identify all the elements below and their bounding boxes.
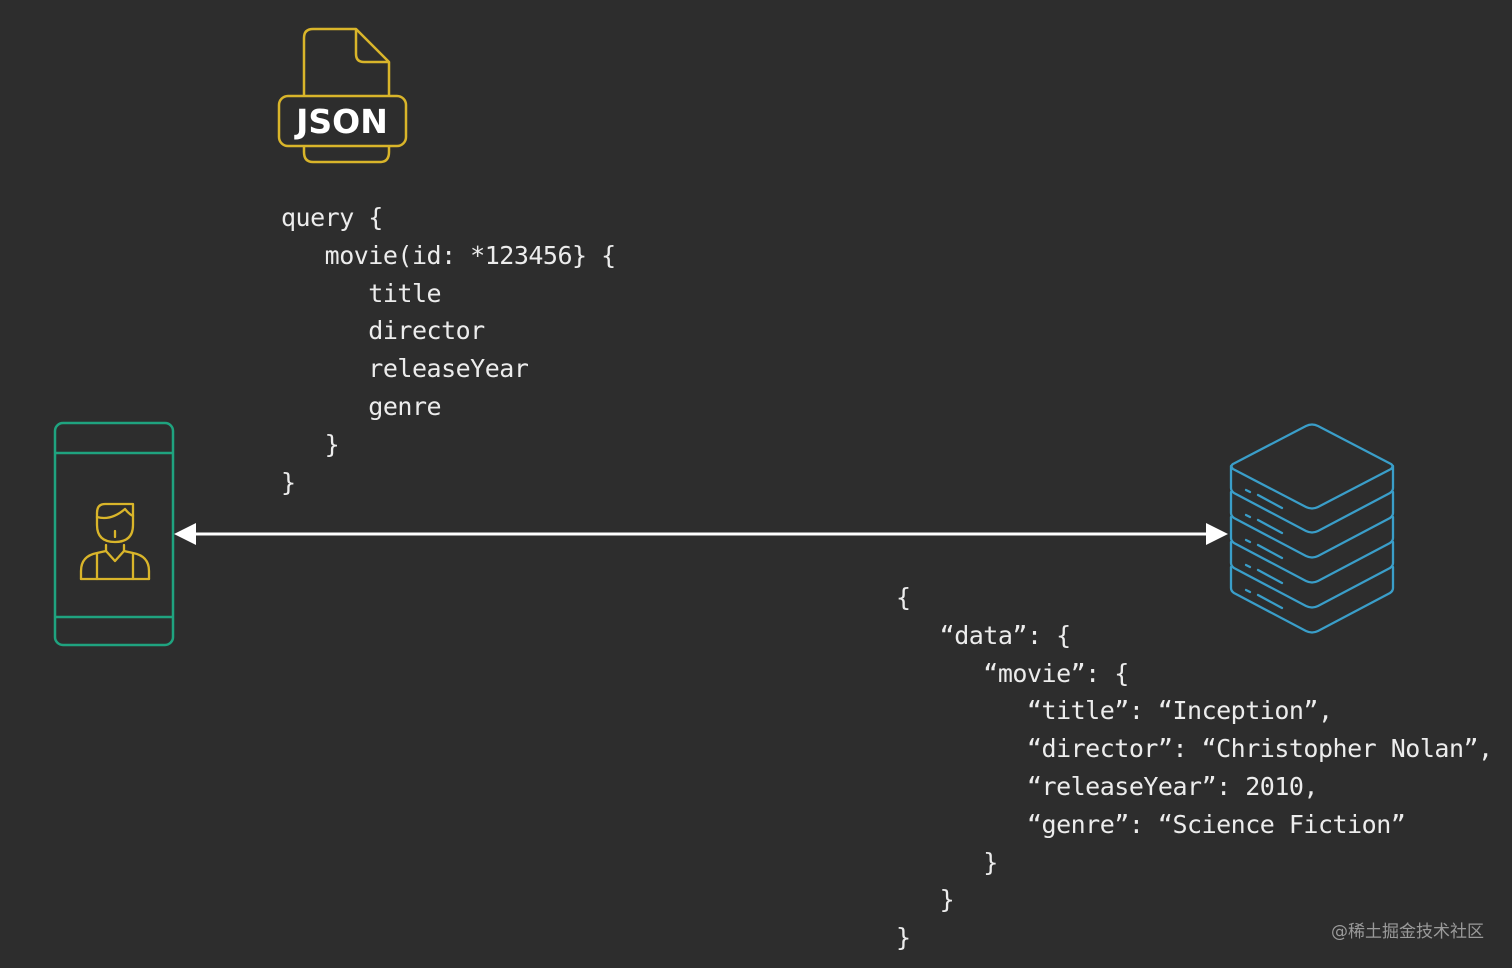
query-line: director xyxy=(281,316,485,346)
response-line: { xyxy=(896,583,911,612)
query-line: movie(id: *123456} { xyxy=(281,240,617,270)
response-line: } xyxy=(896,847,998,877)
query-line: query { xyxy=(281,203,383,232)
response-line: } xyxy=(896,923,911,953)
json-file-icon: JSON xyxy=(277,27,408,164)
mobile-phone-icon xyxy=(53,421,175,647)
response-line: “releaseYear”: 2010, xyxy=(896,771,1319,801)
user-icon xyxy=(79,502,151,581)
response-line: “genre”: “Science Fiction” xyxy=(896,809,1406,839)
database-stack-icon xyxy=(1229,423,1395,634)
json-response: { “data”: { “movie”: { “title”: “Incepti… xyxy=(896,579,1493,957)
query-line: } xyxy=(281,429,340,459)
response-line: “data”: { xyxy=(896,620,1071,650)
response-line: “title”: “Inception”, xyxy=(896,696,1333,726)
response-line: } xyxy=(896,885,955,915)
response-line: “movie”: { xyxy=(896,658,1129,688)
response-line: “director”: “Christopher Nolan”, xyxy=(896,734,1493,764)
query-line: releaseYear xyxy=(281,354,529,384)
query-line: genre xyxy=(281,391,442,421)
json-label: JSON xyxy=(294,102,388,141)
watermark: @稀土掘金技术社区 xyxy=(1331,922,1484,942)
query-line: } xyxy=(281,467,296,497)
graphql-query: query { movie(id: *123456} { title direc… xyxy=(281,199,616,501)
query-line: title xyxy=(281,278,442,308)
